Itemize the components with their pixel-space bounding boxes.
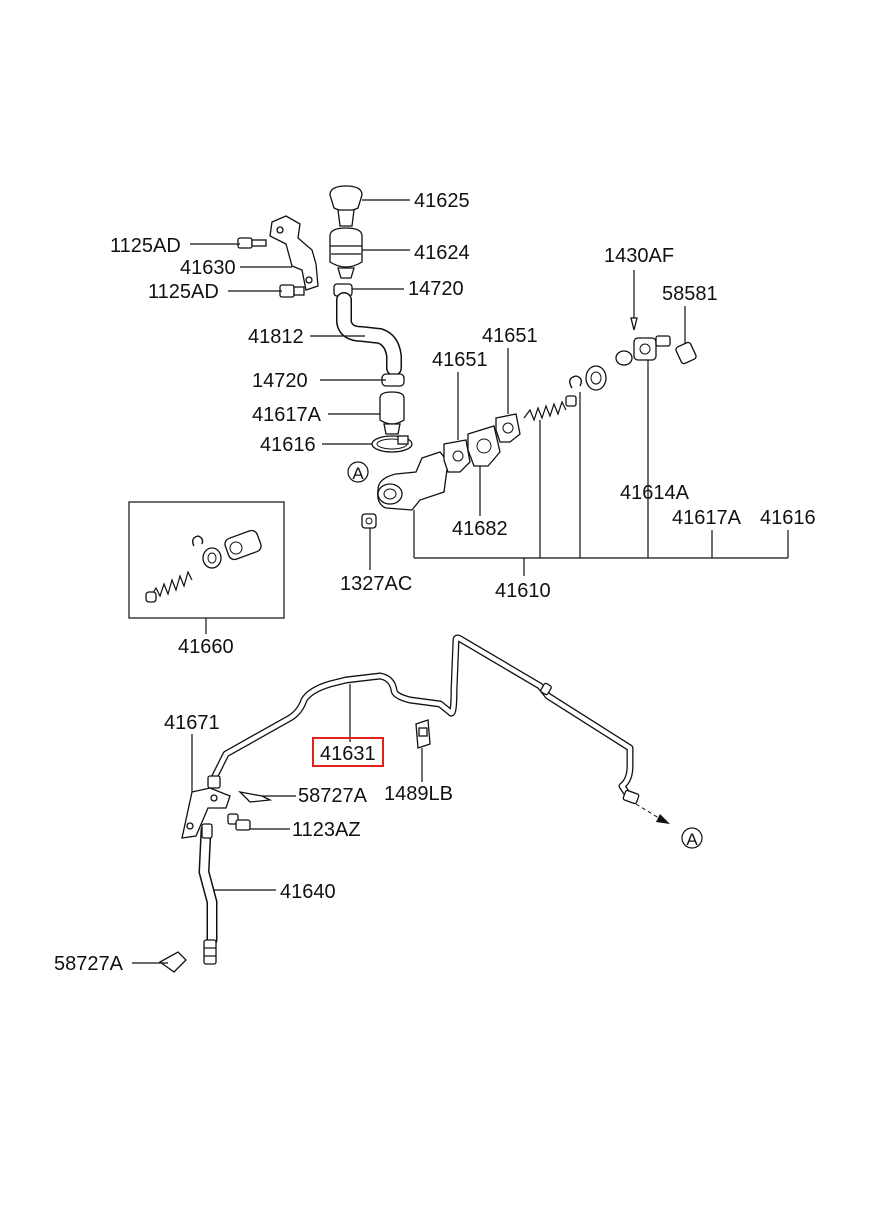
reservoir-cap[interactable] (329, 185, 363, 227)
bolt-bracket[interactable] (227, 813, 251, 831)
svg-text:A: A (686, 830, 698, 849)
highlight-box (312, 737, 384, 767)
label-41682[interactable]: 41682 (452, 518, 508, 540)
label-58727a-lower[interactable]: 58727A (54, 953, 124, 975)
mounting-gasket-1[interactable] (443, 439, 471, 473)
stop-nut[interactable] (675, 341, 697, 365)
label-14720-lower[interactable]: 14720 (252, 370, 308, 392)
hose-clamp[interactable] (371, 435, 413, 453)
repair-kit-parts[interactable] (145, 529, 263, 603)
reference-a-upper: A (347, 461, 369, 483)
label-41651-right[interactable]: 41651 (482, 325, 538, 347)
leader-lines (132, 199, 789, 964)
label-41614a[interactable]: 41614A (620, 482, 690, 504)
label-41624[interactable]: 41624 (414, 242, 470, 264)
label-41610[interactable]: 41610 (495, 580, 551, 602)
bracket[interactable] (269, 215, 319, 291)
clutch-pipe[interactable] (207, 634, 640, 805)
boot[interactable] (585, 365, 607, 391)
inlet-fitting[interactable] (379, 391, 405, 435)
flexible-hose[interactable] (198, 823, 218, 965)
label-41616-upper[interactable]: 41616 (260, 434, 316, 456)
clevis-pin[interactable] (630, 310, 638, 331)
reservoir-body[interactable] (329, 227, 363, 279)
label-1125ad-lower[interactable]: 1125AD (148, 281, 219, 303)
push-rod[interactable] (615, 335, 671, 366)
bolt-lower[interactable] (279, 284, 305, 298)
bleeder-plug[interactable] (361, 513, 377, 529)
label-41617a-lower[interactable]: 41617A (672, 507, 742, 529)
label-41631-highlighted[interactable]: 41631 (312, 737, 384, 767)
snap-ring[interactable] (569, 375, 583, 389)
pipe-clip[interactable] (415, 719, 431, 749)
clip-upper[interactable] (238, 790, 273, 803)
label-41616-lower[interactable]: 41616 (760, 507, 816, 529)
label-41812[interactable]: 41812 (248, 326, 304, 348)
label-58727a-upper[interactable]: 58727A (298, 785, 368, 807)
label-41640[interactable]: 41640 (280, 881, 336, 903)
clip-lower[interactable] (158, 951, 187, 973)
reference-a-lower: A (681, 827, 703, 849)
mounting-gasket-2[interactable] (495, 413, 521, 443)
bolt-upper[interactable] (237, 237, 267, 249)
label-41625[interactable]: 41625 (414, 190, 470, 212)
label-1489lb[interactable]: 1489LB (384, 783, 453, 805)
label-1125ad-upper[interactable]: 1125AD (110, 235, 181, 257)
label-1327ac[interactable]: 1327AC (340, 573, 412, 595)
master-cylinder-body[interactable] (377, 451, 449, 511)
reservoir-hose[interactable] (336, 292, 402, 376)
label-58581[interactable]: 58581 (662, 283, 718, 305)
label-41660[interactable]: 41660 (178, 636, 234, 658)
svg-text:A: A (352, 464, 364, 483)
label-1430af[interactable]: 1430AF (604, 245, 674, 267)
label-41630[interactable]: 41630 (180, 257, 236, 279)
hose-bracket[interactable] (181, 787, 231, 839)
piston-spring[interactable] (523, 395, 577, 422)
flow-arrow-icon (635, 803, 670, 824)
svg-text:41631: 41631 (320, 743, 376, 765)
label-14720-upper[interactable]: 14720 (408, 278, 464, 300)
label-1123az[interactable]: 1123AZ (292, 819, 361, 841)
label-41617a-upper[interactable]: 41617A (252, 404, 322, 426)
mounting-plate[interactable] (467, 425, 501, 467)
label-41671[interactable]: 41671 (164, 712, 220, 734)
label-41651-left[interactable]: 41651 (432, 349, 488, 371)
